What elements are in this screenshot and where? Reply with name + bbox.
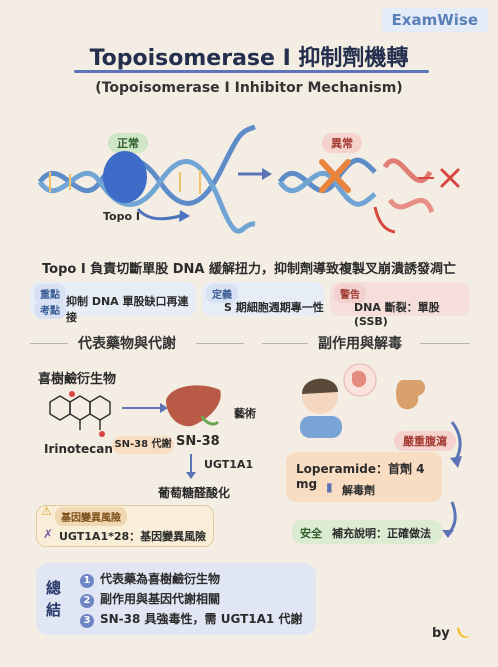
left-heading-rule xyxy=(30,343,68,344)
byline: by xyxy=(432,626,450,641)
banana-icon xyxy=(457,627,470,638)
topo-enzyme-icon xyxy=(103,151,147,203)
definition-box: 定義 S 期細胞週期專一性 xyxy=(202,282,324,316)
intestine-icon xyxy=(396,380,426,410)
page-subtitle: (Topoisomerase I Inhibitor Mechanism) xyxy=(95,80,403,96)
summary-list: 1 代表藥為喜樹鹼衍生物 2 副作用與基因代謝相關 3 SN-38 具強毒性，需 UG… xyxy=(80,569,302,629)
antidote-text: 解毒劑 xyxy=(342,484,375,497)
block-x-icon xyxy=(319,159,351,193)
topo-label: Topo I xyxy=(103,210,140,223)
red-x-icon xyxy=(440,168,460,188)
safety-tag: 安全 xyxy=(300,527,322,540)
warning-triangle-icon: ⚠ xyxy=(41,504,52,518)
normal-label: 正常 xyxy=(108,133,148,153)
safety-box: 安全 補充說明：正確做法 xyxy=(292,520,442,544)
summary-number: 2 xyxy=(80,594,94,608)
treatment-box: Loperamide：首劑 4 mg ▮ 解毒劑 xyxy=(286,452,442,502)
process-label: 葡萄糖醛酸化 xyxy=(158,486,231,500)
metabolism-down-arrow-icon xyxy=(186,454,196,479)
right-heading-rule-right xyxy=(420,343,470,344)
molecule-structure-icon xyxy=(49,391,111,437)
exam-tag: 考點 xyxy=(34,300,66,319)
drug-name: Irinotecan xyxy=(44,442,113,456)
abnormal-label: 異常 xyxy=(322,133,362,153)
side-effect-illustration xyxy=(300,363,426,438)
key-point-box: 重點 考點 抑制 DNA 單股缺口再連接 xyxy=(30,282,196,324)
page-title: Topoisomerase I 抑制劑機轉 xyxy=(89,46,409,71)
summary-title-char-2: 結 xyxy=(46,601,62,619)
summary-box: 總 結 1 代表藥為喜樹鹼衍生物 2 副作用與基因代謝相關 3 SN-38 具強毒性，… xyxy=(36,563,316,635)
safety-text: 補充說明：正確做法 xyxy=(332,527,431,540)
summary-number: 1 xyxy=(80,574,94,588)
treatment-text: Loperamide：首劑 4 mg xyxy=(296,462,425,491)
definition-tag: 定義 xyxy=(206,284,238,303)
right-section-heading: 副作用與解毒 xyxy=(318,336,402,352)
drug-class: 喜樹鹼衍生物 xyxy=(38,372,117,387)
brand-badge: ExamWise xyxy=(381,8,488,32)
summary-item-text: 副作用與基因代謝相關 xyxy=(100,592,221,606)
summary-item: 3 SN-38 具強毒性，需 UGT1A1 代謝 xyxy=(80,609,302,629)
curve-arrow-icon xyxy=(136,207,181,221)
warning-tag: 警告 xyxy=(334,284,366,303)
mechanism-text: Topo I 負責切斷單股 DNA 緩解扭力，抑制劑導致複製叉崩潰誘發凋亡 xyxy=(42,262,456,277)
metabolite-pill: SN-38 代謝 xyxy=(112,436,174,454)
left-section-heading: 代表藥物與代謝 xyxy=(78,336,176,352)
down-arrow-icon xyxy=(373,206,396,234)
summary-title-char-1: 總 xyxy=(46,579,62,597)
pill-bottle-icon: ▮ xyxy=(326,480,333,494)
summary-item: 2 副作用與基因代謝相關 xyxy=(80,589,302,609)
metabolite-name: SN-38 xyxy=(176,434,220,449)
dna-icon: ✗ xyxy=(43,527,54,541)
left-heading-rule-right xyxy=(196,343,244,344)
summary-item-text: SN-38 具強毒性，需 UGT1A1 代謝 xyxy=(100,612,303,626)
summary-title: 總 結 xyxy=(46,577,61,621)
liver-icon xyxy=(166,385,221,427)
liver-label: 藝術 xyxy=(234,407,256,420)
definition-text: S 期細胞週期專一性 xyxy=(224,301,324,314)
summary-item: 1 代表藥為喜樹鹼衍生物 xyxy=(80,569,302,589)
risk-box: ⚠ 基因變異風險 ✗ UGT1A1*28：基因變異風險 xyxy=(36,504,214,547)
warning-text: DNA 斷裂：單股 (SSB) xyxy=(354,301,440,328)
risk-text: UGT1A1*28：基因變異風險 xyxy=(59,530,207,543)
summary-item-text: 代表藥為喜樹鹼衍生物 xyxy=(100,572,221,586)
key-text: 抑制 DNA 單股缺口再連接 xyxy=(66,295,189,324)
risk-header: 基因變異風險 xyxy=(55,507,127,526)
key-tag: 重點 xyxy=(34,284,66,303)
title-underline xyxy=(74,70,429,73)
severe-diarrhea-tag: 嚴重腹瀉 xyxy=(394,431,456,451)
summary-number: 3 xyxy=(80,614,94,628)
side-effect-arrow-icon xyxy=(450,421,462,468)
right-heading-rule xyxy=(262,343,308,344)
drug-to-liver-arrow-icon xyxy=(122,403,168,413)
normal-dna-helix-icon xyxy=(37,124,256,234)
antidote-arrow-icon xyxy=(442,501,457,538)
dna-mechanism-illustration xyxy=(37,124,460,234)
enzyme-label: UGT1A1 xyxy=(204,458,254,471)
broken-dna-helix-icon xyxy=(277,157,435,214)
warning-box: 警告 DNA 斷裂：單股 (SSB) xyxy=(330,282,470,328)
